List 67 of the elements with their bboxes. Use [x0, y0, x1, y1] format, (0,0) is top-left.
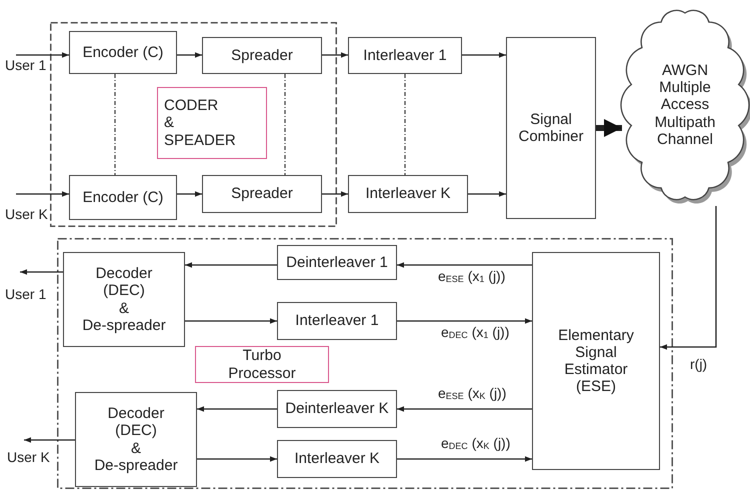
- process-box: [69, 31, 177, 74]
- box-label: Encoder (C): [82, 44, 164, 62]
- edge-label: e$_{DEC}$ (x$_{K}$ (j)): [440, 435, 512, 451]
- arrow: [185, 262, 277, 268]
- process-box: [63, 252, 185, 347]
- process-box: [348, 37, 462, 74]
- arrow: [596, 119, 622, 137]
- process-box: [348, 175, 468, 213]
- box-label: Interleaver K: [365, 185, 451, 203]
- arrow: [397, 318, 532, 324]
- arrow: [16, 52, 69, 58]
- box-label: Decoder (DEC) & De-spreader: [93, 405, 179, 474]
- arrow: [177, 191, 202, 197]
- arrow: [462, 52, 506, 58]
- box-label: Interleaver 1: [363, 46, 447, 64]
- box-label: Decoder (DEC) & De-spreader: [81, 265, 167, 334]
- arrow: [322, 191, 348, 197]
- dotted-link-line: [284, 74, 286, 176]
- arrow: [660, 206, 717, 350]
- process-box: [75, 392, 197, 487]
- arrow: [185, 318, 277, 324]
- group-label: Turbo Processor: [227, 347, 297, 382]
- arrow: [197, 456, 277, 462]
- edge-label: User K: [4, 206, 49, 222]
- arrow: [397, 262, 532, 268]
- edge-label: e$_{DEC}$ (x$_{1}$ (j)): [440, 324, 510, 340]
- arrow: [20, 269, 63, 275]
- box-label: Spreader: [231, 185, 293, 203]
- process-box: [202, 175, 322, 213]
- arrow: [16, 191, 69, 197]
- arrow: [468, 191, 506, 197]
- edge-label: User 1: [4, 286, 48, 302]
- process-box: [506, 37, 596, 219]
- group-frame: [50, 22, 337, 227]
- process-box: [277, 302, 397, 340]
- edge-label: e$_{ESE}$ (x$_{1}$ (j)): [437, 268, 506, 284]
- group-label-box: [195, 346, 329, 383]
- arrow: [322, 52, 348, 58]
- edge-label: r(j): [689, 356, 708, 372]
- process-box: [532, 252, 660, 470]
- arrow: [397, 406, 532, 412]
- arrow: [197, 406, 277, 412]
- process-box: [202, 37, 322, 74]
- dotted-link-line: [114, 74, 116, 176]
- arrow: [24, 437, 75, 443]
- group-frame: [57, 238, 673, 489]
- box-label: Deinterleaver 1: [286, 254, 388, 272]
- group-label-box: [157, 87, 267, 159]
- box-label: Signal Combiner: [517, 110, 585, 146]
- edge-label: User K: [6, 449, 51, 465]
- edge-label: User 1: [4, 57, 48, 73]
- box-label: Interleaver K: [294, 450, 380, 468]
- process-box: [277, 245, 397, 280]
- box-label: AWGN Multiple Access Multipath Channel: [654, 62, 716, 148]
- arrow: [177, 52, 202, 58]
- group-label: CODER & SPEADER: [164, 97, 237, 149]
- process-box: [277, 390, 397, 428]
- edge-label: e$_{ESE}$ (x$_{K}$ (j)): [437, 385, 508, 401]
- dotted-link-line: [404, 74, 406, 176]
- process-box: [69, 175, 177, 220]
- box-label: Elementary Signal Estimator (ESE): [557, 326, 635, 396]
- box-label: Encoder (C): [82, 188, 164, 206]
- process-box: [277, 440, 397, 478]
- arrow: [397, 456, 532, 462]
- box-label: Interleaver 1: [295, 312, 379, 330]
- box-label: Deinterleaver K: [285, 400, 389, 418]
- box-label: Spreader: [231, 46, 293, 64]
